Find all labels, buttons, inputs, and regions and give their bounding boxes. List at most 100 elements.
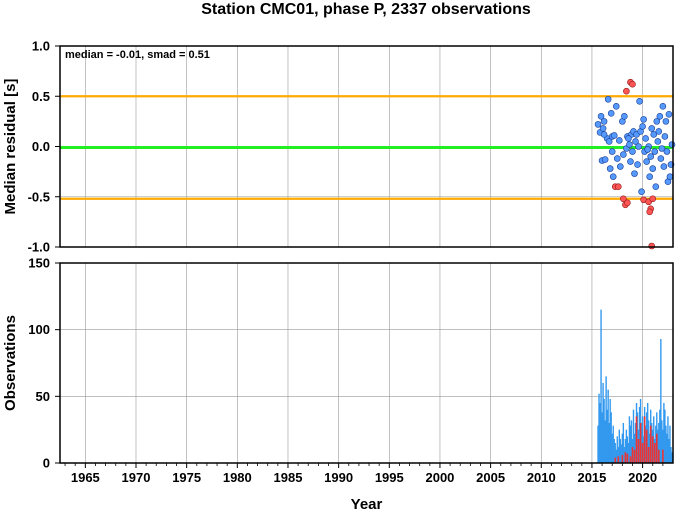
outlier-bar bbox=[647, 447, 650, 463]
outlier-bar bbox=[639, 423, 642, 463]
residual-point bbox=[657, 155, 665, 162]
observation-bar bbox=[622, 423, 625, 463]
residual-y-tick-label: 0.5 bbox=[32, 89, 50, 104]
observation-bar bbox=[661, 420, 663, 463]
observation-bar bbox=[613, 439, 615, 463]
observations-panel-frame bbox=[59, 262, 674, 464]
outlier-point bbox=[629, 80, 636, 88]
residual-point bbox=[600, 131, 608, 138]
residual-points bbox=[594, 78, 676, 250]
residual-point bbox=[597, 113, 605, 120]
observation-bar bbox=[657, 429, 659, 463]
residual-point bbox=[668, 141, 676, 148]
residual-point bbox=[656, 113, 664, 120]
outlier-point bbox=[624, 199, 631, 207]
residual-point bbox=[604, 95, 612, 103]
observation-bar bbox=[625, 429, 628, 463]
observation-bar bbox=[616, 436, 618, 463]
x-tick-label: 2015 bbox=[577, 470, 606, 485]
residual-panel: 1.00.50.0-0.5-1.0 median = -0.01, smad =… bbox=[2, 39, 676, 255]
observation-bar bbox=[670, 447, 672, 463]
outlier-point bbox=[614, 183, 622, 190]
outlier-bar bbox=[617, 456, 620, 463]
observations-y-tick-label: 0 bbox=[43, 456, 50, 471]
observation-bar bbox=[624, 439, 627, 463]
outlier-bar bbox=[658, 449, 660, 463]
residual-y-tick-label: -0.5 bbox=[28, 189, 50, 204]
outlier-bar bbox=[653, 443, 656, 463]
observation-bar bbox=[651, 423, 653, 463]
observation-bar bbox=[602, 383, 604, 463]
observation-bar bbox=[660, 339, 662, 463]
outlier-bar bbox=[641, 443, 644, 463]
observation-bar bbox=[653, 416, 655, 463]
observation-bar bbox=[600, 309, 602, 463]
residual-y-ticks: 1.00.50.0-0.5-1.0 bbox=[28, 39, 60, 255]
x-tick-label: 1985 bbox=[274, 470, 303, 485]
residual-point bbox=[658, 145, 666, 152]
observation-bar bbox=[659, 409, 661, 463]
observation-bar bbox=[634, 423, 637, 463]
observation-bar bbox=[612, 425, 614, 463]
residual-point bbox=[663, 148, 671, 155]
observations-grid bbox=[60, 263, 673, 463]
residual-point bbox=[626, 141, 633, 148]
observations-y-tick-label: 50 bbox=[36, 389, 50, 404]
x-tick-label: 2010 bbox=[527, 470, 556, 485]
outlier-point bbox=[620, 195, 627, 203]
outlier-bar bbox=[662, 449, 664, 463]
residual-point bbox=[610, 132, 618, 139]
observation-bar bbox=[640, 423, 643, 463]
residual-point bbox=[615, 137, 623, 144]
residual-point bbox=[643, 158, 650, 165]
outlier-bar bbox=[624, 452, 627, 463]
residual-point bbox=[599, 125, 607, 132]
residual-point bbox=[605, 138, 613, 145]
observation-bar bbox=[610, 412, 612, 463]
x-tick-label: 1975 bbox=[172, 470, 201, 485]
observation-bar bbox=[608, 423, 610, 463]
observation-bar bbox=[618, 429, 620, 463]
observations-y-tick-label: 150 bbox=[28, 256, 50, 271]
residual-point bbox=[665, 111, 673, 118]
chart-title: Station CMC01, phase P, 2337 observation… bbox=[201, 1, 531, 18]
outlier-bar bbox=[631, 447, 634, 463]
observation-bar bbox=[632, 409, 635, 463]
residual-point bbox=[644, 146, 651, 153]
outlier-bar bbox=[643, 416, 646, 463]
residual-point bbox=[621, 113, 628, 120]
outlier-point bbox=[648, 242, 656, 250]
residual-point bbox=[636, 97, 643, 105]
residual-point bbox=[627, 158, 634, 165]
observation-bar bbox=[628, 416, 631, 463]
residual-point bbox=[612, 103, 620, 110]
year-x-axis-label: Year bbox=[351, 496, 383, 511]
residual-point bbox=[660, 163, 668, 170]
observation-bar bbox=[664, 409, 666, 463]
observation-bar bbox=[642, 436, 645, 463]
residual-point bbox=[606, 165, 614, 172]
residual-point bbox=[652, 183, 660, 190]
residual-point bbox=[635, 143, 642, 150]
residual-point bbox=[655, 128, 663, 135]
residual-point bbox=[620, 151, 627, 158]
observation-bar bbox=[611, 433, 613, 463]
observation-bar bbox=[668, 439, 670, 463]
observation-bar bbox=[599, 403, 601, 463]
observation-bar bbox=[606, 409, 608, 463]
observation-bar bbox=[636, 412, 639, 463]
outlier-bar bbox=[629, 456, 632, 463]
observation-bar bbox=[648, 433, 651, 463]
outlier-bar bbox=[637, 439, 640, 463]
observation-bar bbox=[617, 447, 619, 463]
observation-bar bbox=[667, 416, 669, 463]
residual-point bbox=[639, 123, 646, 130]
outlier-bar bbox=[614, 457, 617, 463]
observation-bar bbox=[663, 403, 665, 463]
residual-point bbox=[642, 135, 649, 142]
stats-annotation: median = -0.01, smad = 0.51 bbox=[65, 49, 210, 61]
observation-bar bbox=[601, 412, 603, 463]
observation-bar bbox=[671, 452, 673, 463]
